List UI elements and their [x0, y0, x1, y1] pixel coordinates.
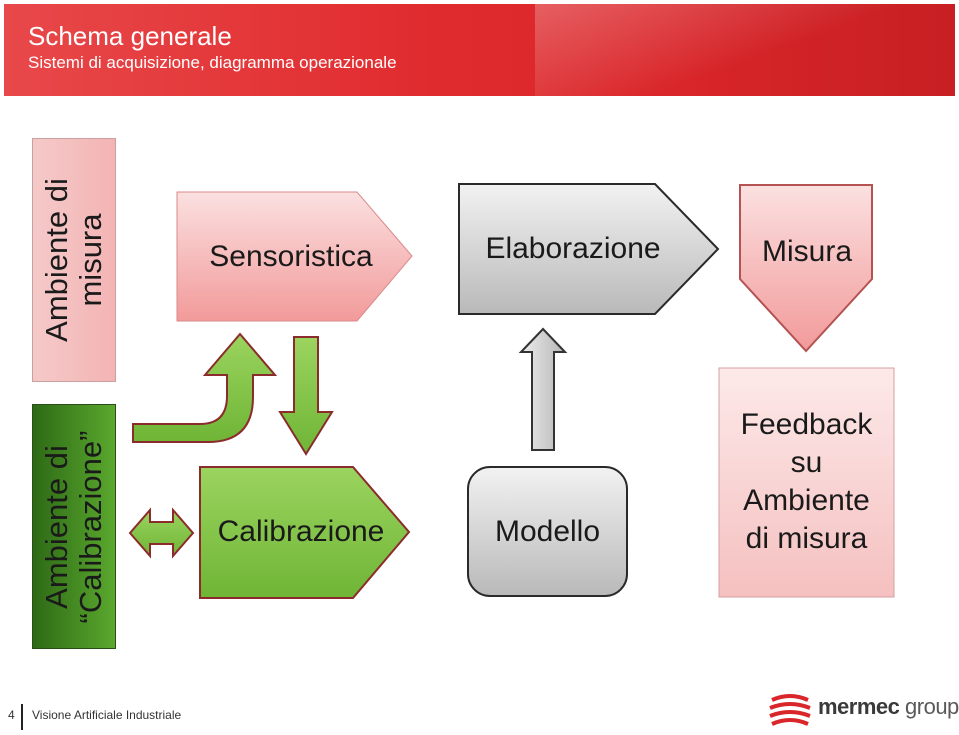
footer-text: Visione Artificiale Industriale: [32, 708, 182, 722]
modello-label: Modello: [494, 515, 601, 548]
page-title: Schema generale: [28, 21, 232, 51]
sensoristica-label: Sensoristica: [209, 240, 373, 273]
feedback-label: Feedback su Ambiente di misura: [740, 408, 873, 555]
mermec-logo-text: mermec group: [818, 694, 959, 719]
header-banner: Schema generale Sistemi di acquisizione,…: [4, 4, 955, 96]
green-curved-up-arrow: [132, 332, 278, 443]
elaborazione-block: [458, 183, 720, 315]
page-number: 4: [8, 708, 15, 722]
green-down-arrow: [278, 336, 334, 456]
calibrazione-label: Calibrazione: [217, 515, 385, 548]
mermec-logo-icon: [769, 694, 811, 726]
modello-block: [467, 466, 628, 597]
header-shine: [535, 4, 955, 96]
calibrazione-block: [199, 466, 411, 599]
elaborazione-label: Elaborazione: [485, 232, 661, 265]
sidebar-ambiente-misura: Ambiente di misura: [32, 138, 116, 382]
gray-up-arrow: [518, 327, 568, 451]
sidebar-ambiente-calibrazione: Ambiente di “Calibrazione”: [32, 404, 116, 649]
misura-label: Misura: [761, 235, 852, 268]
misura-block: [739, 184, 873, 353]
feedback-block: [718, 367, 895, 598]
green-double-arrow: [128, 507, 195, 559]
sensoristica-block: [176, 191, 413, 322]
footer-divider: [21, 704, 23, 730]
page-subtitle: Sistemi di acquisizione, diagramma opera…: [28, 53, 397, 72]
